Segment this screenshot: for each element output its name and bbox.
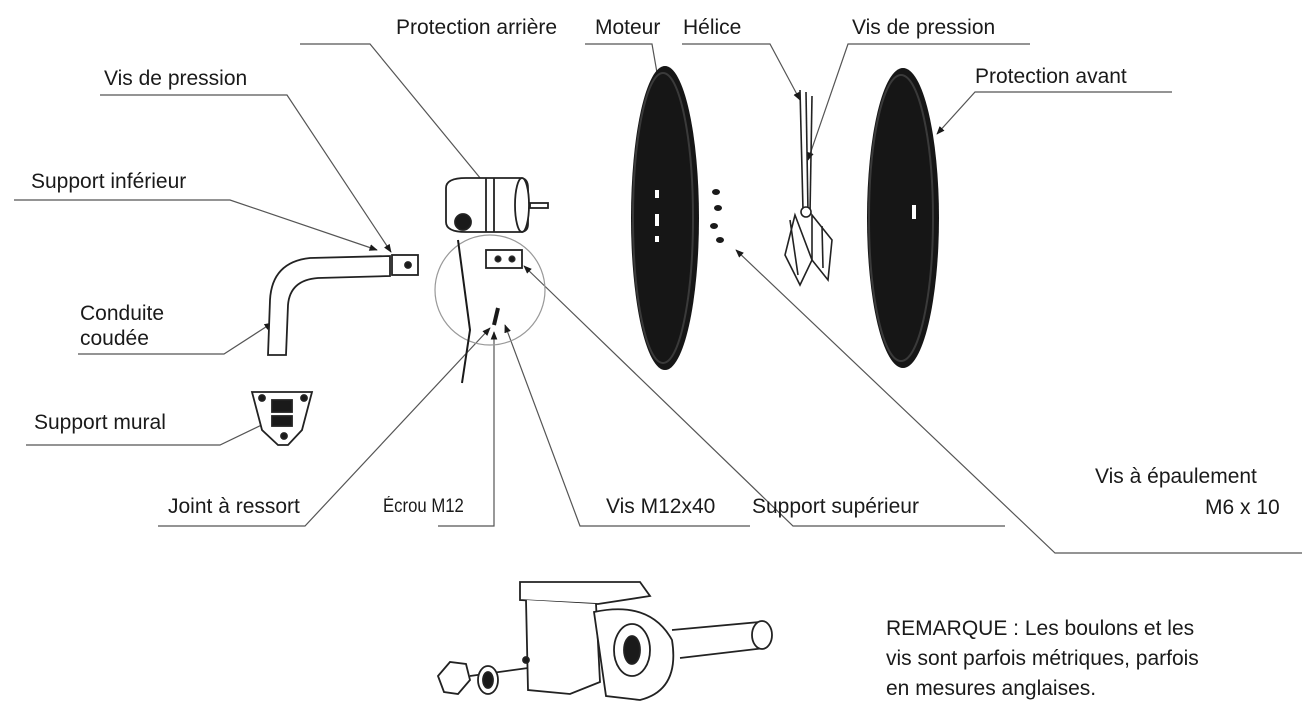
bent-conduit-part [267, 254, 419, 356]
label-conduite-line2: coudée [80, 327, 149, 350]
leader-joint-ressort [158, 327, 491, 527]
label-vis-pression-left: Vis de pression [104, 67, 248, 90]
label-helice: Hélice [683, 16, 742, 39]
label-support-inferieur: Support inférieur [31, 170, 187, 193]
motor-part [445, 177, 549, 233]
leader-support-superieur [523, 265, 1005, 527]
leader-support-inferieur [14, 199, 378, 251]
leader-helice [682, 43, 801, 101]
label-vis-epaulement-line1: Vis à épaulement [1095, 465, 1257, 488]
shoulder-screws-part [710, 189, 724, 243]
rear-guard-part [631, 66, 699, 370]
remark-line-2: vis sont parfois métriques, parfois [886, 647, 1199, 670]
remark-note: REMARQUE : Les boulons et les vis sont p… [886, 614, 1309, 704]
label-support-superieur: Support supérieur [752, 495, 919, 518]
leader-vis-pression-top [807, 43, 1030, 161]
label-joint-ressort: Joint à ressort [168, 495, 300, 518]
leader-vis-epaulement [735, 249, 1302, 554]
leader-vis-pression-left [100, 94, 392, 253]
leader-lines [14, 43, 1302, 554]
front-guard-part [867, 68, 939, 368]
propeller-part [784, 89, 833, 287]
label-vis-pression-top: Vis de pression [852, 16, 996, 39]
label-vis-m12: Vis M12x40 [606, 495, 716, 518]
label-moteur: Moteur [595, 16, 661, 39]
label-vis-epaulement-line2: M6 x 10 [1205, 496, 1280, 519]
leader-moteur [585, 43, 663, 91]
label-protection-avant: Protection avant [975, 65, 1127, 88]
label-ecrou: Écrou M12 [383, 496, 464, 517]
leader-support-mural [26, 419, 273, 446]
leader-protection-arriere [300, 43, 491, 191]
label-conduite-line1: Conduite [80, 302, 165, 325]
remark-line-1: REMARQUE : Les boulons et les [886, 617, 1195, 640]
wall-support-part [250, 391, 314, 446]
label-protection-arriere: Protection arrière [396, 16, 558, 39]
leader-protection-avant [936, 91, 1172, 135]
leader-vis-m12 [504, 324, 750, 527]
remark-line-3: en mesures anglaises. [886, 677, 1097, 700]
clamp-detail-part [436, 581, 773, 701]
leader-conduite [78, 322, 273, 355]
yoke-assembly-part [434, 234, 546, 384]
label-support-mural: Support mural [34, 411, 166, 434]
leader-ecrou [438, 331, 498, 527]
